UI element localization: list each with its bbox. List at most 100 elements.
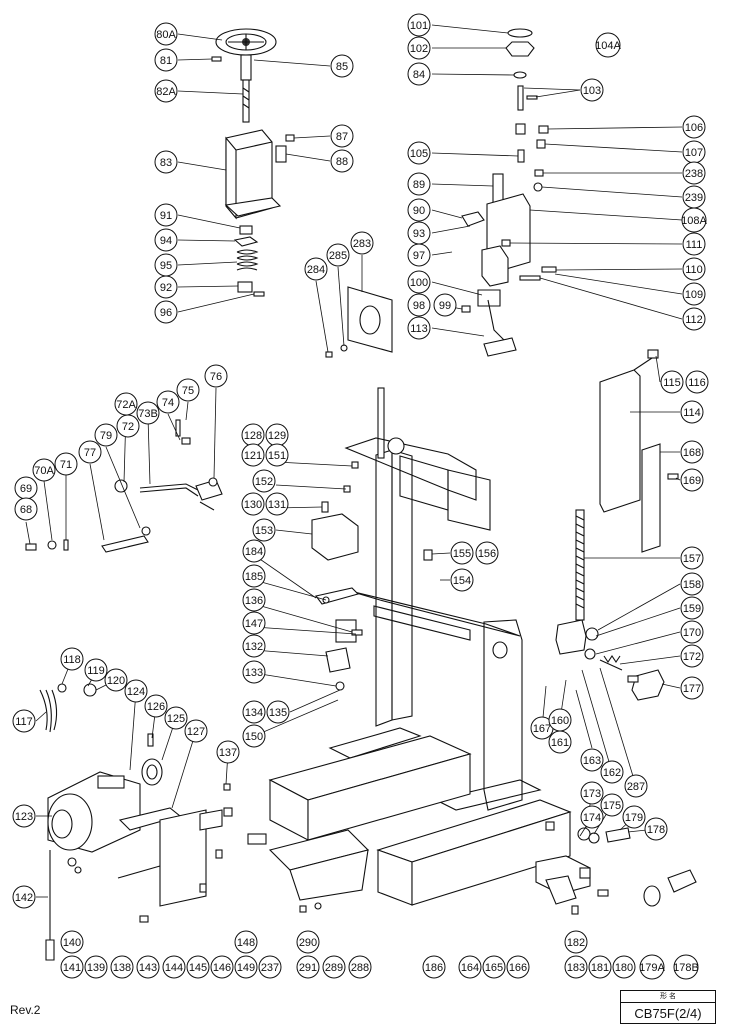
callout-70a: 70A	[32, 458, 56, 482]
part-number-label: 117	[15, 716, 33, 728]
callout-133: 133	[242, 660, 266, 684]
part-number-label: 181	[591, 962, 609, 974]
callout-126: 126	[144, 694, 168, 718]
callout-circle	[680, 440, 704, 464]
callout-101: 101	[407, 13, 431, 37]
callout-circle	[60, 930, 84, 954]
callout-circle	[84, 955, 108, 979]
callout-circle	[216, 740, 240, 764]
blade-guide-lower-assembly	[555, 349, 679, 701]
callout-166: 166	[506, 955, 530, 979]
part-number-label: 76	[210, 371, 222, 383]
callout-178b: 178B	[673, 954, 699, 980]
callout-circle	[580, 781, 604, 805]
part-number-label: 132	[245, 641, 263, 653]
part-number-label: 106	[685, 122, 703, 134]
revision-label: Rev.2	[10, 1003, 41, 1017]
callout-circle	[580, 805, 604, 829]
callout-circle	[204, 364, 228, 388]
callout-94: 94	[154, 228, 178, 252]
part-number-label: 92	[160, 282, 172, 294]
part-number-label: 109	[685, 289, 703, 301]
part-number-label: 288	[351, 962, 369, 974]
model-header: 形 名	[621, 991, 715, 1003]
part-number-label: 94	[160, 235, 172, 247]
handwheel-assembly	[211, 28, 295, 297]
callout-circle	[242, 660, 266, 684]
part-number-label: 73B	[138, 408, 158, 420]
callout-127: 127	[184, 719, 208, 743]
callout-circle	[14, 497, 38, 521]
callout-125: 125	[164, 706, 188, 730]
callout-circle	[407, 198, 431, 222]
part-number-label: 93	[413, 228, 425, 240]
callout-circle	[407, 36, 431, 60]
callout-circle	[252, 518, 276, 542]
callout-120: 120	[104, 668, 128, 692]
callout-182: 182	[564, 930, 588, 954]
callout-174: 174	[580, 805, 604, 829]
callout-circle	[242, 564, 266, 588]
callout-167: 167	[530, 716, 554, 740]
callout-circle	[682, 307, 706, 331]
callout-circle	[673, 954, 699, 980]
callout-circle	[407, 270, 431, 294]
callout-183: 183	[564, 955, 588, 979]
part-number-label: 177	[683, 683, 701, 695]
callout-circle	[322, 955, 346, 979]
part-number-label: 285	[329, 250, 347, 262]
part-number-label: 237	[261, 962, 279, 974]
callout-142: 142	[12, 885, 36, 909]
part-number-label: 143	[139, 962, 157, 974]
lever-assembly	[25, 419, 223, 553]
callout-circle	[234, 955, 258, 979]
part-number-label: 80A	[156, 29, 176, 41]
part-number-label: 186	[425, 962, 443, 974]
callout-116: 116	[685, 370, 709, 394]
part-number-label: 84	[413, 69, 425, 81]
callout-145: 145	[186, 955, 210, 979]
callout-124: 124	[124, 679, 148, 703]
callout-circle	[433, 293, 457, 317]
part-number-label: 169	[683, 475, 701, 487]
callout-113: 113	[407, 316, 431, 340]
part-number-label: 103	[583, 85, 601, 97]
callout-185: 185	[242, 564, 266, 588]
part-number-label: 91	[160, 210, 172, 222]
callout-134: 134	[242, 700, 266, 724]
callout-99: 99	[433, 293, 457, 317]
callout-circle	[162, 955, 186, 979]
callout-109: 109	[682, 282, 706, 306]
callout-circle	[84, 658, 108, 682]
callout-circle	[350, 231, 374, 255]
part-number-label: 108A	[681, 215, 707, 227]
callout-circle	[580, 78, 604, 102]
part-number-label: 155	[453, 548, 471, 560]
part-number-label: 179A	[639, 962, 665, 974]
callout-137: 137	[216, 740, 240, 764]
callout-98: 98	[407, 293, 431, 317]
callout-149: 149	[234, 955, 258, 979]
part-number-label: 290	[299, 937, 317, 949]
callout-152: 152	[252, 469, 276, 493]
callout-168: 168	[680, 440, 704, 464]
callout-circle	[258, 955, 282, 979]
part-number-label: 178	[647, 824, 665, 836]
callout-circle	[564, 930, 588, 954]
callout-circle	[265, 492, 289, 516]
part-number-label: 110	[685, 264, 703, 276]
part-number-label: 77	[84, 447, 96, 459]
part-number-label: 116	[688, 377, 706, 389]
callout-circle	[680, 620, 704, 644]
callout-circle	[639, 954, 665, 980]
callout-93: 93	[407, 221, 431, 245]
part-number-label: 148	[237, 937, 255, 949]
callout-112: 112	[682, 307, 706, 331]
part-number-label: 123	[15, 811, 33, 823]
callout-circle	[600, 793, 624, 817]
part-number-label: 159	[683, 603, 701, 615]
callout-circle	[110, 955, 134, 979]
callout-115: 115	[660, 370, 684, 394]
callout-circle	[184, 719, 208, 743]
part-number-label: 140	[63, 937, 81, 949]
